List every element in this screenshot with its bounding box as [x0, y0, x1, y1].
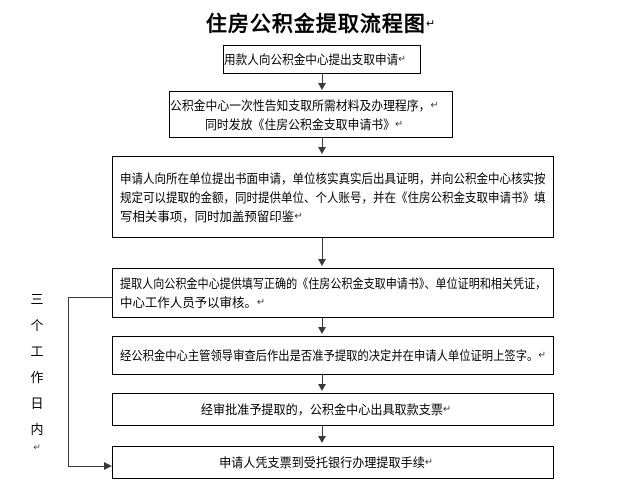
page-title: 住房公积金提取流程图↵ — [0, 8, 641, 38]
flow-step-7-box: 申请人凭支票到受托银行办理提取手续↵ — [112, 446, 554, 479]
bracket-vertical-segment — [68, 297, 69, 467]
side-label-char-5: 日 — [30, 397, 44, 412]
bracket-bottom-segment — [68, 466, 105, 467]
connector-3-4-arrow-icon — [318, 259, 326, 266]
flow-step-3-line-1: 申请人向所在单位提出书面申请，单位核实真实后出具证明，并向公积金中心核实按 — [120, 169, 546, 188]
flow-step-4-box: 提取人向公积金中心提供填写正确的《住房公积金支取申请书》、单位证明和相关凭证， … — [112, 268, 554, 318]
flow-step-6-text-1: 经审批准予提取的，公积金中心出具取款支票 — [200, 402, 443, 417]
flow-step-2-line-1: 公积金中心一次性告知支取所需材料及办理程序，↵ — [170, 96, 438, 115]
connector-6-7-arrow-icon — [318, 436, 326, 443]
flow-step-1-line-1: 用款人向公积金中心提出支取申请↵ — [224, 50, 406, 69]
side-label-char-6: 内 — [30, 423, 44, 438]
connector-2-3-arrow-icon — [318, 147, 326, 154]
three-working-days-label: 三 个 工 作 日 内 ↵ — [26, 288, 48, 453]
flow-step-5-box: 经公积金中心主管领导审查后作出是否准予提取的决定并在申请人单位证明上签字。↵ — [112, 336, 554, 375]
page-title-text: 住房公积金提取流程图 — [205, 12, 426, 36]
side-label-char-2: 个 — [30, 319, 44, 334]
flow-step-3-line-3: 写相关事项，同时加盖预留印鉴↵ — [120, 207, 546, 226]
flow-step-4-line-1: 提取人向公积金中心提供填写正确的《住房公积金支取申请书》、单位证明和相关凭证， — [120, 274, 546, 293]
flow-step-7-text-1: 申请人凭支票到受托银行办理提取手续 — [219, 455, 425, 470]
flow-step-6-box: 经审批准予提取的，公积金中心出具取款支票↵ — [112, 393, 554, 426]
flow-step-2-box: 公积金中心一次性告知支取所需材料及办理程序，↵ 同时发放《住房公积金支取申请书》… — [169, 91, 453, 138]
flow-step-4-text-2: 中心工作人员予以审核。 — [120, 295, 257, 310]
paragraph-mark-icon: ↵ — [442, 404, 452, 415]
page-title-mark: ↵ — [425, 17, 436, 30]
side-label-mark-icon: ↵ — [33, 443, 41, 453]
flow-step-2-text-1: 公积金中心一次性告知支取所需材料及办理程序， — [170, 97, 431, 113]
side-label-char-3: 工 — [30, 345, 44, 360]
paragraph-mark-icon: ↵ — [395, 118, 404, 130]
connector-5-6-line — [322, 375, 323, 385]
flow-step-3-text-1: 申请人向所在单位提出书面申请，单位核实真实后出具证明，并向公积金中心核实按 — [120, 170, 546, 186]
connector-3-4-line — [322, 238, 323, 260]
flow-step-1-text-1: 用款人向公积金中心提出支取申请 — [224, 52, 399, 67]
connector-4-5-arrow-icon — [318, 327, 326, 334]
bracket-arrow-icon — [104, 462, 112, 470]
flow-step-5-text-1: 经公积金中心主管领导审查后作出是否准予提取的决定并在申请人单位证明上签字。 — [120, 348, 539, 363]
paragraph-mark-icon: ↵ — [538, 350, 546, 361]
paragraph-mark-icon: ↵ — [294, 210, 303, 222]
flow-step-7-line-1: 申请人凭支票到受托银行办理提取手续↵ — [113, 453, 539, 472]
flow-step-3-line-2: 规定可以提取的金额，同时提供单位、个人账号，并在《住房公积金支取申请书》填 — [120, 188, 546, 207]
connector-4-5-line — [322, 318, 323, 328]
flow-step-3-text-2: 规定可以提取的金额，同时提供单位、个人账号，并在《住房公积金支取申请书》填 — [120, 189, 546, 205]
connector-2-3-line — [322, 138, 323, 150]
paragraph-mark-icon: ↵ — [424, 457, 433, 468]
flow-step-2-text-2: 同时发放《住房公积金支取申请书》 — [204, 116, 396, 132]
flow-step-4-line-2: 中心工作人员予以审核。↵ — [120, 293, 546, 312]
connector-1-2-arrow-icon — [318, 83, 326, 90]
connector-1-2-line — [322, 74, 323, 86]
side-label-char-1: 三 — [30, 293, 44, 308]
flow-step-5-line-1: 经公积金中心主管领导审查后作出是否准予提取的决定并在申请人单位证明上签字。↵ — [120, 346, 546, 365]
connector-5-6-arrow-icon — [318, 384, 326, 391]
connector-6-7-line — [322, 426, 323, 437]
flow-step-2-line-2: 同时发放《住房公积金支取申请书》↵ — [170, 115, 438, 134]
paragraph-mark-icon: ↵ — [256, 297, 266, 308]
paragraph-mark-icon: ↵ — [398, 54, 406, 65]
flow-step-3-box: 申请人向所在单位提出书面申请，单位核实真实后出具证明，并向公积金中心核实按 规定… — [112, 156, 554, 238]
flow-step-1-box: 用款人向公积金中心提出支取申请↵ — [223, 45, 421, 74]
paragraph-mark-icon: ↵ — [430, 99, 439, 111]
flow-step-6-line-1: 经审批准予提取的，公积金中心出具取款支票↵ — [113, 400, 539, 419]
flow-step-3-text-3: 写相关事项，同时加盖预留印鉴 — [120, 208, 295, 224]
flow-step-4-text-1: 提取人向公积金中心提供填写正确的《住房公积金支取申请书》、单位证明和相关凭证， — [120, 276, 547, 291]
side-label-char-4: 作 — [30, 371, 44, 386]
bracket-top-segment — [68, 297, 113, 298]
